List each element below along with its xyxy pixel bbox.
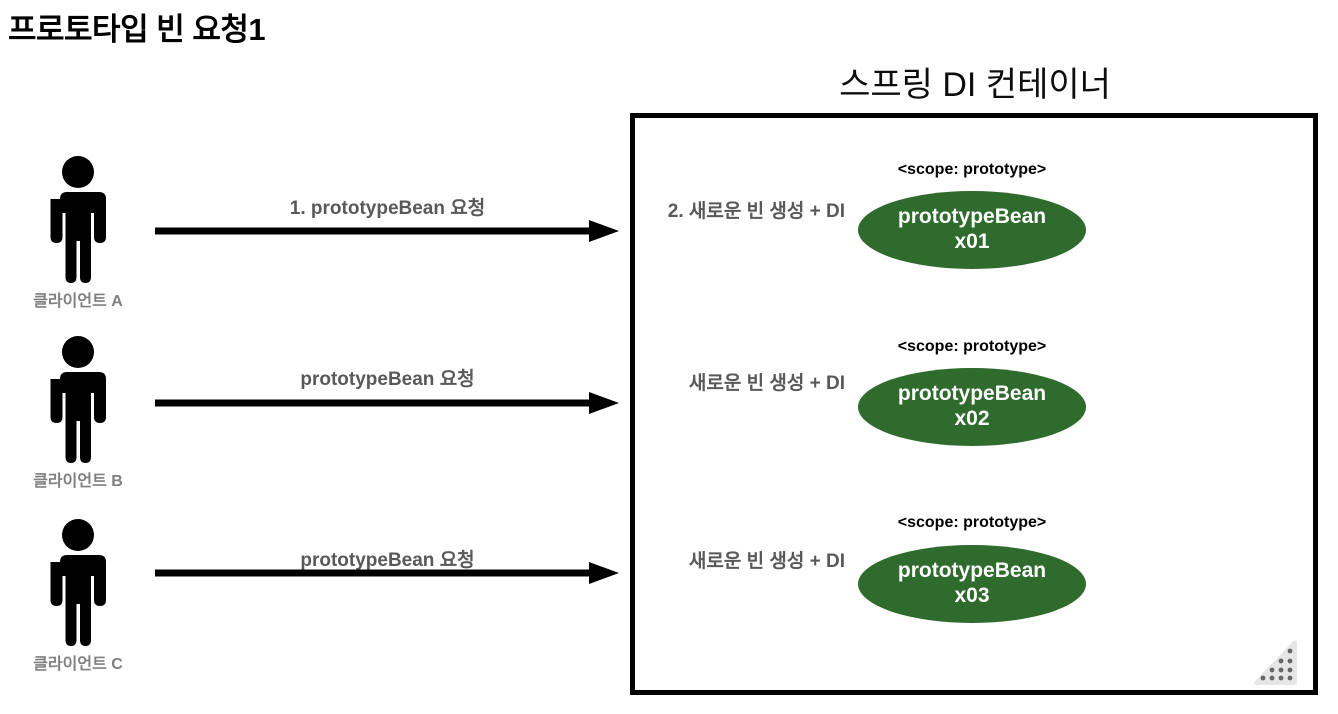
bean-1-id: x01 [954,230,990,253]
arrow-right-icon [155,392,620,414]
bean-2-create-label: 새로운 빈 생성 + DI [688,373,845,394]
client-a: 클라이언트 A [3,155,153,311]
bean-3-id: x03 [954,584,990,607]
arrow-right-icon [155,220,620,242]
client-b-label: 클라이언트 B [33,473,123,490]
bean-2-name: prototypeBean [897,382,1047,406]
bean-2[interactable]: prototypeBean x02 [858,368,1086,446]
bean-1-create-label: 2. 새로운 빈 생성 + DI [667,201,845,222]
bean-3-scope-tag: <scope: prototype> [897,514,1047,531]
bean-1[interactable]: prototypeBean x01 [858,191,1086,269]
arrow-right-icon [155,562,620,584]
page-title: 프로토타입 빈 요청1 [8,12,266,47]
bean-2-id: x02 [954,407,990,430]
bean-3-create-label: 새로운 빈 생성 + DI [688,551,845,572]
person-icon [3,155,153,285]
bean-3[interactable]: prototypeBean x03 [858,545,1086,623]
di-container-title: 스프링 DI 컨테이너 [839,66,1111,104]
resize-grip-icon[interactable] [1251,639,1301,687]
client-a-label: 클라이언트 A [33,293,123,310]
arrow-3-label: prototypeBean 요청 [300,550,475,571]
client-c: 클라이언트 C [3,518,153,674]
client-c-label: 클라이언트 C [33,656,123,673]
bean-1-scope-tag: <scope: prototype> [897,161,1047,178]
client-b: 클라이언트 B [3,335,153,491]
bean-3-name: prototypeBean [897,559,1047,583]
bean-1-name: prototypeBean [897,205,1047,229]
bean-2-scope-tag: <scope: prototype> [897,338,1047,355]
arrow-2-label: prototypeBean 요청 [300,369,475,390]
person-icon [3,335,153,465]
arrow-1-label: 1. prototypeBean 요청 [289,198,486,219]
person-icon [3,518,153,648]
